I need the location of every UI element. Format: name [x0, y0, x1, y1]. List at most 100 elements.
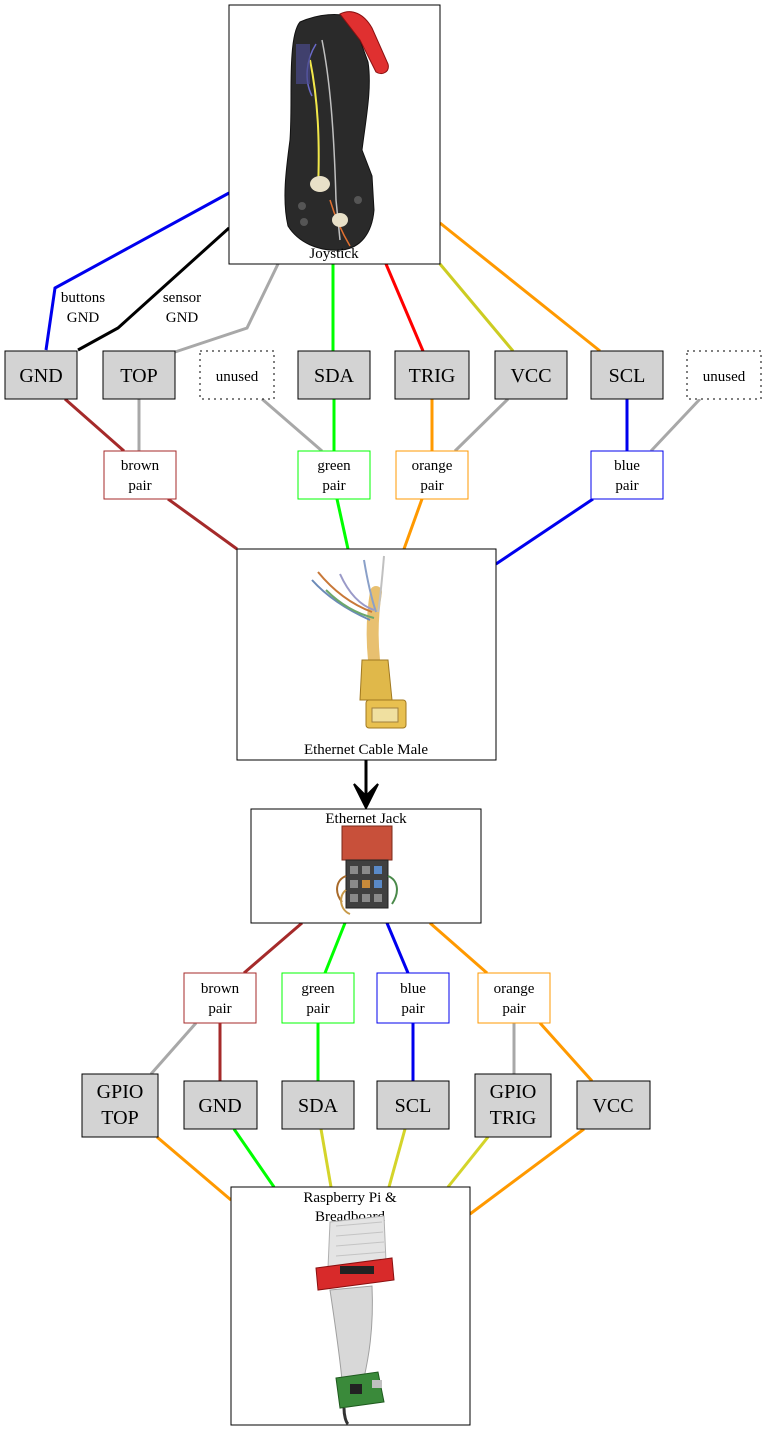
top-pair-brown-line1: brown	[121, 458, 160, 474]
raspberry-image	[315, 1215, 395, 1426]
edge-greenpair-ethernet	[335, 498, 350, 550]
joystick-image	[284, 11, 389, 251]
edge-joystick-vcc	[438, 263, 515, 352]
ethernet-jack-node: Ethernet Jack	[250, 808, 482, 924]
bottom-pin-gpio-top-line1: GPIO	[97, 1081, 144, 1103]
edge-label-buttons-2: GND	[67, 310, 100, 326]
edge-orangepair-ethernet	[402, 498, 424, 550]
top-pin-top-label: TOP	[120, 365, 157, 387]
bottom-pin-sda-label: SDA	[298, 1095, 339, 1117]
bottom-pair-brown-line2: pair	[208, 1001, 231, 1017]
top-pins: GND TOP unused SDA TRIG VCC SCL unused	[4, 350, 762, 400]
edge-label-sensor-1: sensor	[163, 290, 201, 306]
top-pin-scl-label: SCL	[609, 365, 646, 387]
top-pair-blue-line2: pair	[615, 478, 638, 494]
top-pin-scl: SCL	[590, 350, 664, 400]
top-pin-gnd-label: GND	[19, 365, 62, 387]
edges-raspberry	[156, 1127, 585, 1216]
ethernet-cable-image	[311, 555, 407, 729]
edge-joystick-gnd-sensor	[77, 226, 231, 352]
edges-joystick	[44, 191, 601, 354]
top-pin-vcc-label: VCC	[510, 365, 551, 387]
joystick-label: Joystick	[309, 246, 359, 262]
bottom-pair-blue-line2: pair	[401, 1001, 424, 1017]
edges-to-ethernet	[167, 497, 594, 566]
ethernet-male-label: Ethernet Cable Male	[304, 742, 428, 758]
top-pair-orange: orange pair	[395, 450, 469, 500]
top-pin-trig-label: TRIG	[409, 365, 456, 387]
edge-gpiotrig-raspberry	[446, 1136, 490, 1188]
edge-jack-bluepair	[385, 922, 410, 974]
top-pair-orange-line2: pair	[420, 478, 443, 494]
edge-vcc-orangepair	[453, 397, 510, 453]
edge-scl-raspberry	[387, 1128, 407, 1188]
edge-sda-raspberry	[319, 1128, 333, 1188]
edge-orangepair-vcc	[538, 1021, 594, 1083]
bottom-pair-orange-line1: orange	[494, 981, 535, 997]
bottom-pair-green: green pair	[281, 972, 355, 1024]
bottom-pin-vcc-label: VCC	[592, 1095, 633, 1117]
bottom-pair-orange-line2: pair	[502, 1001, 525, 1017]
top-pairs: brown pair green pair orange pair blue p…	[103, 450, 664, 500]
bottom-pair-brown-line1: brown	[201, 981, 240, 997]
edge-label-buttons-1: buttons	[61, 290, 105, 306]
edge-brownpair-gpiotop	[149, 1022, 198, 1075]
top-pin-vcc: VCC	[494, 350, 568, 400]
edge-jack-greenpair	[323, 922, 347, 974]
raspberry-node: Raspberry Pi & Breadboard	[230, 1186, 471, 1426]
raspberry-label-line1: Raspberry Pi &	[303, 1190, 397, 1206]
top-pin-sda-label: SDA	[314, 365, 355, 387]
ethernet-jack-image	[336, 825, 398, 915]
bottom-pin-gpio-trig: GPIO TRIG	[474, 1073, 552, 1138]
bottom-pin-gpio-top: GPIO TOP	[81, 1073, 159, 1138]
edge-unused-bluepair	[649, 397, 702, 453]
top-pin-unused-2: unused	[686, 350, 762, 400]
bottom-pin-sda: SDA	[281, 1080, 355, 1130]
edge-unused-greenpair	[261, 397, 323, 453]
bottom-pin-scl: SCL	[376, 1080, 450, 1130]
top-pin-top: TOP	[102, 350, 176, 400]
edge-label-sensor-2: GND	[166, 310, 199, 326]
top-pair-green-line1: green	[317, 458, 351, 474]
bottom-pair-brown: brown pair	[183, 972, 257, 1024]
top-pin-gnd: GND	[4, 350, 78, 400]
top-pair-blue: blue pair	[590, 450, 664, 500]
bottom-pair-orange: orange pair	[477, 972, 551, 1024]
bottom-pin-vcc: VCC	[576, 1080, 651, 1130]
edge-vcc-raspberry	[469, 1127, 585, 1216]
bottom-pair-green-line2: pair	[306, 1001, 329, 1017]
edges-jack-pairs	[243, 921, 488, 975]
edge-gnd-raspberry	[232, 1128, 276, 1188]
top-pair-orange-line1: orange	[412, 458, 453, 474]
bottom-pin-gpio-trig-line1: GPIO	[490, 1081, 537, 1103]
top-pin-unused-2-label: unused	[703, 369, 746, 385]
top-pair-brown-line2: pair	[128, 478, 151, 494]
top-pair-blue-line1: blue	[614, 458, 640, 474]
edge-bluepair-ethernet	[495, 497, 594, 566]
bottom-pin-gnd: GND	[183, 1080, 258, 1130]
bottom-pins: GPIO TOP GND SDA SCL GPIO TRIG VCC	[81, 1073, 651, 1138]
edge-jack-orangepair	[429, 921, 488, 975]
edge-joystick-trig	[384, 263, 425, 352]
edge-joystick-scl	[439, 221, 601, 353]
edge-jack-brownpair	[243, 921, 303, 975]
bottom-pair-green-line1: green	[301, 981, 335, 997]
bottom-pair-blue: blue pair	[376, 972, 450, 1024]
joystick-node: Joystick	[228, 4, 441, 265]
edge-brownpair-ethernet	[167, 497, 238, 551]
top-pin-trig: TRIG	[394, 350, 470, 400]
top-pin-sda: SDA	[297, 350, 371, 400]
top-pair-brown: brown pair	[103, 450, 177, 500]
top-pair-green: green pair	[297, 450, 371, 500]
edges-top-pairs	[64, 397, 702, 453]
ethernet-jack-label: Ethernet Jack	[325, 811, 407, 827]
bottom-pairs: brown pair green pair blue pair orange p…	[183, 972, 551, 1024]
top-pin-unused-1: unused	[199, 350, 275, 400]
edge-labels: buttons GND sensor GND	[61, 290, 201, 326]
bottom-pin-scl-label: SCL	[395, 1095, 432, 1117]
top-pin-unused-1-label: unused	[216, 369, 259, 385]
arrow-male-to-jack	[353, 760, 379, 811]
edges-bottom-pins	[149, 1021, 594, 1083]
edge-joystick-top	[174, 263, 280, 354]
